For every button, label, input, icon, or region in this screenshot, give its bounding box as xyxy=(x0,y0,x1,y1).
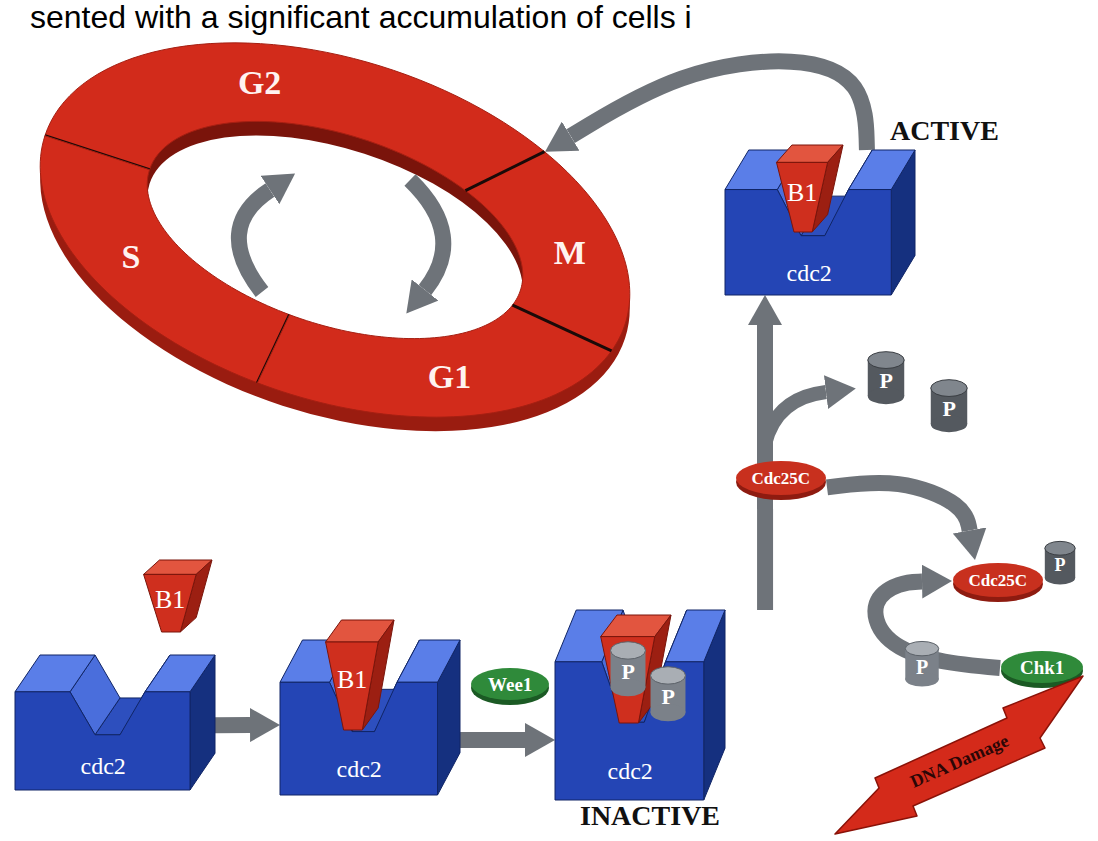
node-text: P xyxy=(1055,556,1066,576)
node-text: cdc2 xyxy=(608,758,653,784)
arrow-connector xyxy=(827,483,970,531)
node-text: S xyxy=(122,238,141,275)
node-text: Chk1 xyxy=(1020,658,1064,679)
arrow-connector xyxy=(215,717,250,733)
node-text: P xyxy=(916,656,928,678)
node-text: G1 xyxy=(428,358,471,395)
node-text: Cdc25C xyxy=(969,572,1028,591)
node-text: B1 xyxy=(337,666,367,695)
phosphate: P xyxy=(925,378,973,434)
ellipse-body xyxy=(953,563,1043,597)
lightning-bolt xyxy=(835,676,1083,834)
cyclin-b1: B1 xyxy=(140,560,212,632)
cell-cycle-phase-shape xyxy=(40,135,290,383)
cylinder-top xyxy=(651,667,686,684)
phase-boundary xyxy=(465,152,544,191)
ring-rim xyxy=(0,0,678,500)
cyclin-b1-figure xyxy=(326,620,394,730)
cyclin-face xyxy=(326,642,379,730)
cdc2-face xyxy=(15,692,190,790)
cyclin-face xyxy=(601,637,655,723)
cell-cycle-phase: G1 xyxy=(257,305,612,418)
node-text: M xyxy=(554,234,586,271)
node-text: cdc2 xyxy=(337,756,382,782)
cycle-arrow xyxy=(239,190,270,292)
node-text: P xyxy=(943,397,956,421)
cdc2-block: cdc2 B1 xyxy=(280,640,460,795)
node-text: cdc2 xyxy=(787,260,832,286)
node-text: B1 xyxy=(787,179,817,208)
cyclin-face xyxy=(777,162,828,232)
node-text: cdc2 xyxy=(81,753,126,779)
cdc2-face xyxy=(849,150,916,190)
ring-segment xyxy=(40,136,289,383)
phosphate: P xyxy=(1040,540,1080,586)
cdc25c-phosphatase: Cdc25C xyxy=(735,458,827,500)
phosphate: P xyxy=(900,640,944,688)
cyclin-b1: B1 xyxy=(322,620,394,730)
cdc2-block: cdc2 xyxy=(15,655,215,790)
cell-cycle-phase: S xyxy=(40,135,290,383)
slide-title-fragment: sented with a significant accumulation o… xyxy=(30,0,692,35)
state-label-holder: INACTIVE xyxy=(580,801,720,832)
ring-segment xyxy=(257,305,611,417)
state-label: ACTIVE xyxy=(890,116,999,147)
node-text: Wee1 xyxy=(488,675,532,696)
cdc2-block: cdc2 P P xyxy=(555,610,770,800)
node-text: P xyxy=(662,685,675,709)
cylinder-top xyxy=(1045,541,1075,555)
arrow-connector xyxy=(571,61,867,150)
ellipse-body xyxy=(1001,651,1083,683)
cyclin-b1-figure xyxy=(144,560,212,632)
cdc2-face xyxy=(397,640,460,682)
cylinder-top xyxy=(868,352,904,369)
node-text: P xyxy=(880,369,893,393)
cdc2-face xyxy=(15,655,95,692)
cyclin-b1: B1 xyxy=(773,145,843,232)
arrow-connector xyxy=(460,732,525,748)
node-text: B1 xyxy=(155,586,185,615)
cyclin-face xyxy=(144,574,197,632)
cycle-arrow xyxy=(410,180,443,290)
slide-title-fragment-holder: sented with a significant accumulation o… xyxy=(30,0,692,35)
ellipse-body xyxy=(736,461,826,495)
cdc2-block: cdc2 B1 xyxy=(725,150,915,295)
cdc25c-phosphatase: Cdc25C xyxy=(952,560,1044,602)
cylinder-top xyxy=(611,642,646,659)
cylinder-top xyxy=(931,380,967,397)
node-text: G2 xyxy=(238,64,281,101)
wee1-kinase: Wee1 xyxy=(470,665,550,705)
phosphate: P xyxy=(862,350,910,406)
cdc2-face xyxy=(666,610,726,662)
release-arrow xyxy=(765,392,826,444)
ring-segment xyxy=(465,152,629,351)
ellipse-body xyxy=(471,668,549,700)
node-text: Cdc25C xyxy=(752,470,811,489)
dna-damage-bolt: DNA Damage xyxy=(835,676,1085,836)
phase-boundary xyxy=(513,305,612,351)
state-label-holder: ACTIVE xyxy=(890,116,999,147)
node-text: P xyxy=(622,660,635,684)
cylinder-top xyxy=(905,641,938,655)
state-label: INACTIVE xyxy=(580,801,720,832)
cyclin-b1-figure xyxy=(777,145,844,232)
phosphate: P xyxy=(605,640,651,698)
phosphate: P xyxy=(645,665,691,723)
cdc2-face xyxy=(145,655,215,692)
